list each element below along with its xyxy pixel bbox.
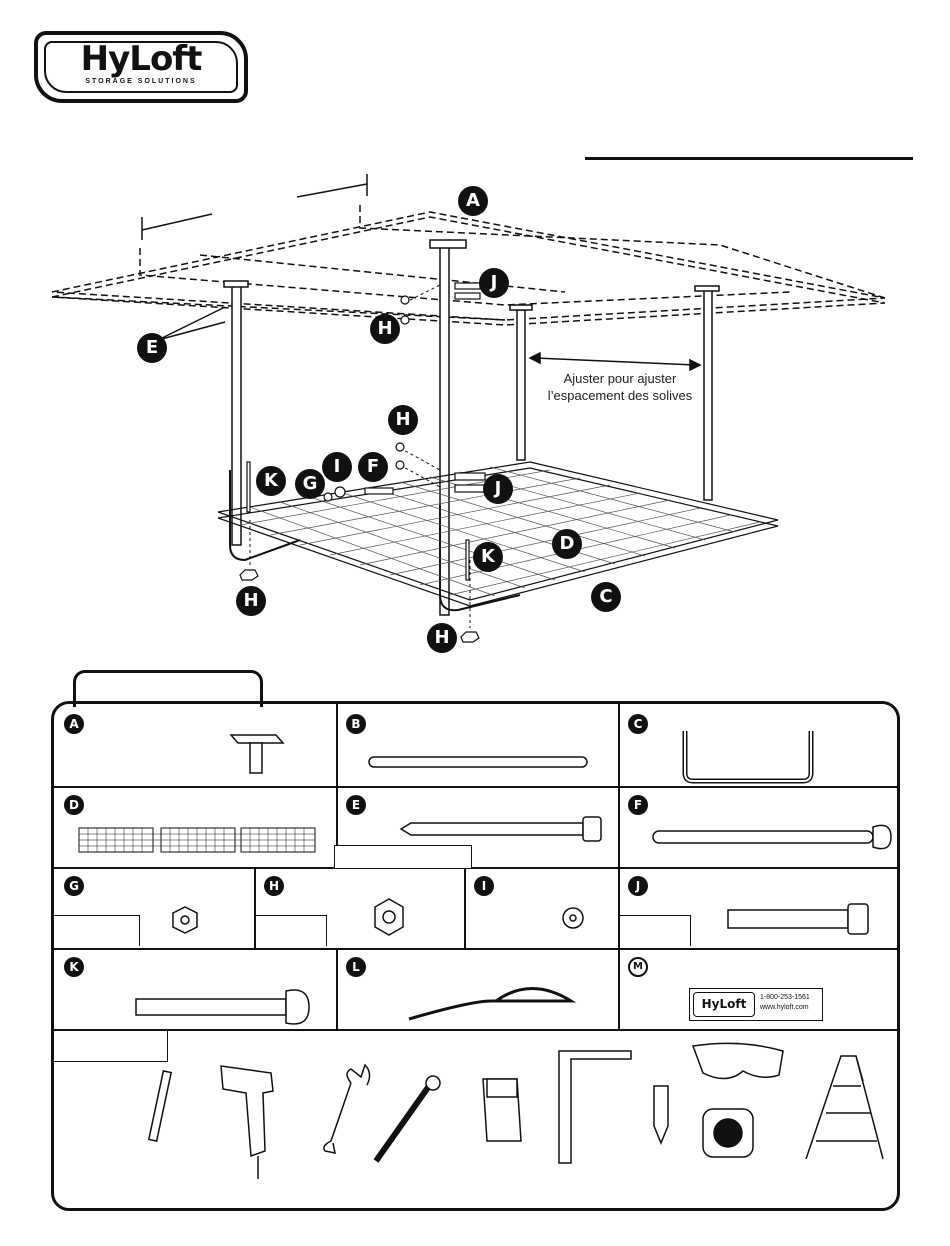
sticker-phone: 1-800-253-1561 (760, 994, 810, 1001)
adjust-note: Ajuster pour ajuster l’espacement des so… (520, 370, 720, 404)
part-l-cable (409, 989, 571, 1020)
callout-e: E (137, 333, 167, 363)
tool-ratchet (376, 1086, 429, 1161)
callout-h-left: H (236, 586, 266, 616)
title-rule (585, 157, 913, 160)
part-a-post (250, 743, 262, 773)
part-m-sticker: HyLoft 1-800-253-1561 www.hyloft.com (689, 988, 823, 1021)
callout-a: A (458, 186, 488, 216)
callout-g: G (295, 469, 325, 499)
part-c-ubracket (685, 731, 811, 781)
assembly-diagram (0, 170, 950, 660)
tool-wrench (324, 1065, 370, 1153)
callout-h-top: H (370, 314, 400, 344)
callout-f: F (358, 452, 388, 482)
callout-h-mid: H (388, 405, 418, 435)
callout-j-top: J (479, 268, 509, 298)
tool-square (559, 1051, 631, 1163)
sticker-brand: HyLoft (693, 992, 755, 1017)
callout-k-left: K (256, 466, 286, 496)
tool-ladder (806, 1056, 883, 1159)
brand-logo: HyLoft STORAGE SOLUTIONS (34, 31, 248, 103)
callout-c: C (591, 582, 621, 612)
logo-subtitle: STORAGE SOLUTIONS (38, 78, 244, 85)
tool-pencil (654, 1086, 668, 1143)
callout-k-right: K (473, 542, 503, 572)
callout-j-mid: J (483, 474, 513, 504)
tool-drill (221, 1066, 273, 1156)
tool-goggles (693, 1043, 783, 1078)
adjust-note-line1: Ajuster pour ajuster (520, 370, 720, 387)
callout-d: D (552, 529, 582, 559)
tool-drill-bit (149, 1071, 171, 1141)
part-e-screw (401, 823, 583, 835)
sticker-web: www.hyloft.com (760, 1004, 809, 1011)
part-j-bolt (728, 910, 848, 928)
adjust-note-line2: l’espacement des solives (520, 387, 720, 404)
part-k-bolt (136, 999, 286, 1015)
tools-drawings (149, 1043, 883, 1179)
callout-i: I (322, 452, 352, 482)
parts-drawings (51, 701, 900, 1211)
part-a-bracket (231, 735, 283, 743)
callout-h-bottom: H (427, 623, 457, 653)
part-b-rail (369, 757, 587, 767)
logo-name: HyLoft (38, 39, 244, 79)
part-f-bolt (653, 831, 873, 843)
